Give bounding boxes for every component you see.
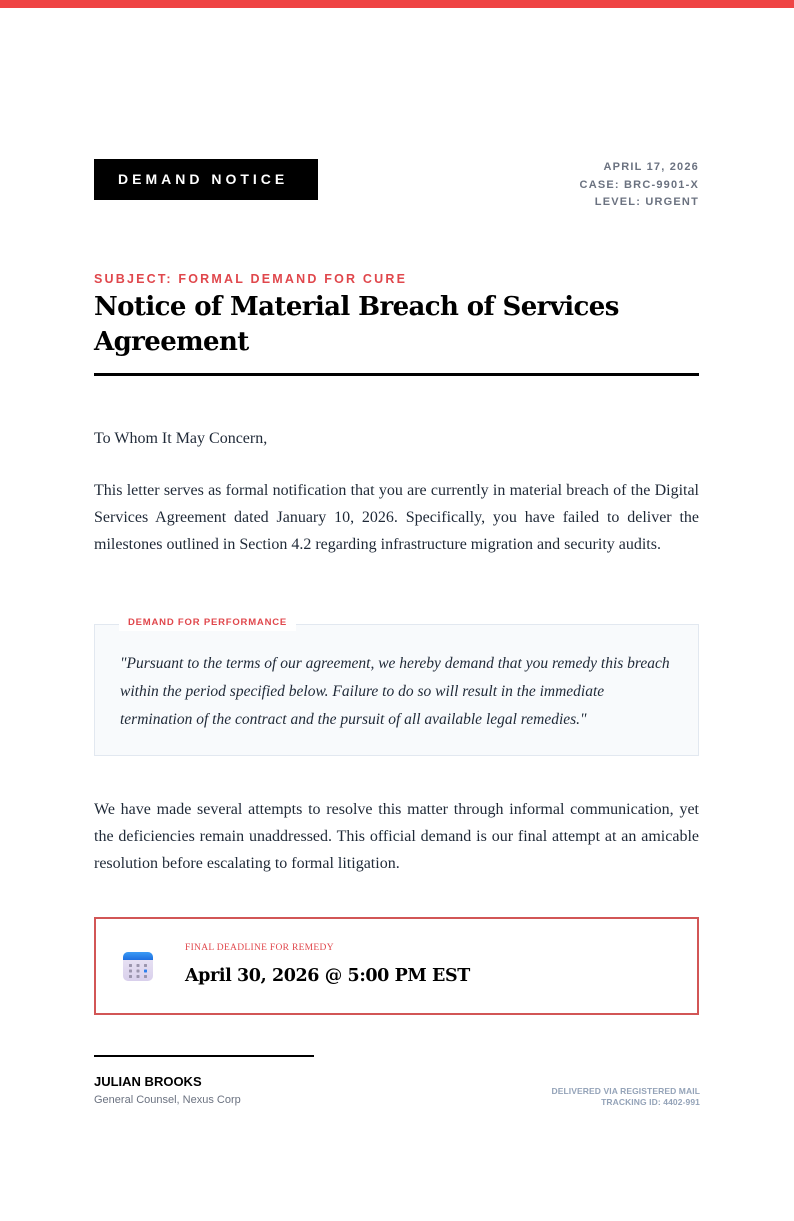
case-number: CASE: BRC-9901-X <box>579 178 699 191</box>
top-accent-bar <box>0 0 794 8</box>
calendar-icon <box>123 952 153 981</box>
letter-date: APRIL 17, 2026 <box>603 161 699 173</box>
deadline-label: FINAL DEADLINE FOR REMEDY <box>185 943 334 953</box>
document-type-badge: DEMAND NOTICE <box>94 159 318 200</box>
signer-title: General Counsel, Nexus Corp <box>94 1094 241 1106</box>
delivery-info: DELIVERED VIA REGISTERED MAIL TRACKING I… <box>551 1086 700 1108</box>
signer-name: JULIAN BROOKS <box>94 1074 202 1089</box>
demand-for-performance-box: DEMAND FOR PERFORMANCE "Pursuant to the … <box>94 615 699 756</box>
demand-box-label: DEMAND FOR PERFORMANCE <box>119 615 297 631</box>
delivery-method: DELIVERED VIA REGISTERED MAIL <box>551 1086 700 1096</box>
page-title: Notice of Material Breach of Services Ag… <box>94 292 619 357</box>
letter-meta: APRIL 17, 2026 CASE: BRC-9901-X LEVEL: U… <box>580 159 699 212</box>
body-paragraph-1: This letter serves as formal notificatio… <box>94 482 699 553</box>
deadline-value: April 30, 2026 @ 5:00 PM EST <box>185 966 470 986</box>
title-divider <box>94 373 699 376</box>
demand-quote: "Pursuant to the terms of our agreement,… <box>120 655 670 728</box>
body-paragraph-2: We have made several attempts to resolve… <box>94 801 699 872</box>
salutation: To Whom It May Concern, <box>94 430 268 447</box>
deadline-box: FINAL DEADLINE FOR REMEDY April 30, 2026… <box>94 917 699 1015</box>
subject-kicker: SUBJECT: FORMAL DEMAND FOR CURE <box>94 272 408 286</box>
urgency-level: LEVEL: URGENT <box>594 196 699 208</box>
signature-line <box>94 1055 314 1057</box>
tracking-id: TRACKING ID: 4402-991 <box>601 1097 700 1107</box>
